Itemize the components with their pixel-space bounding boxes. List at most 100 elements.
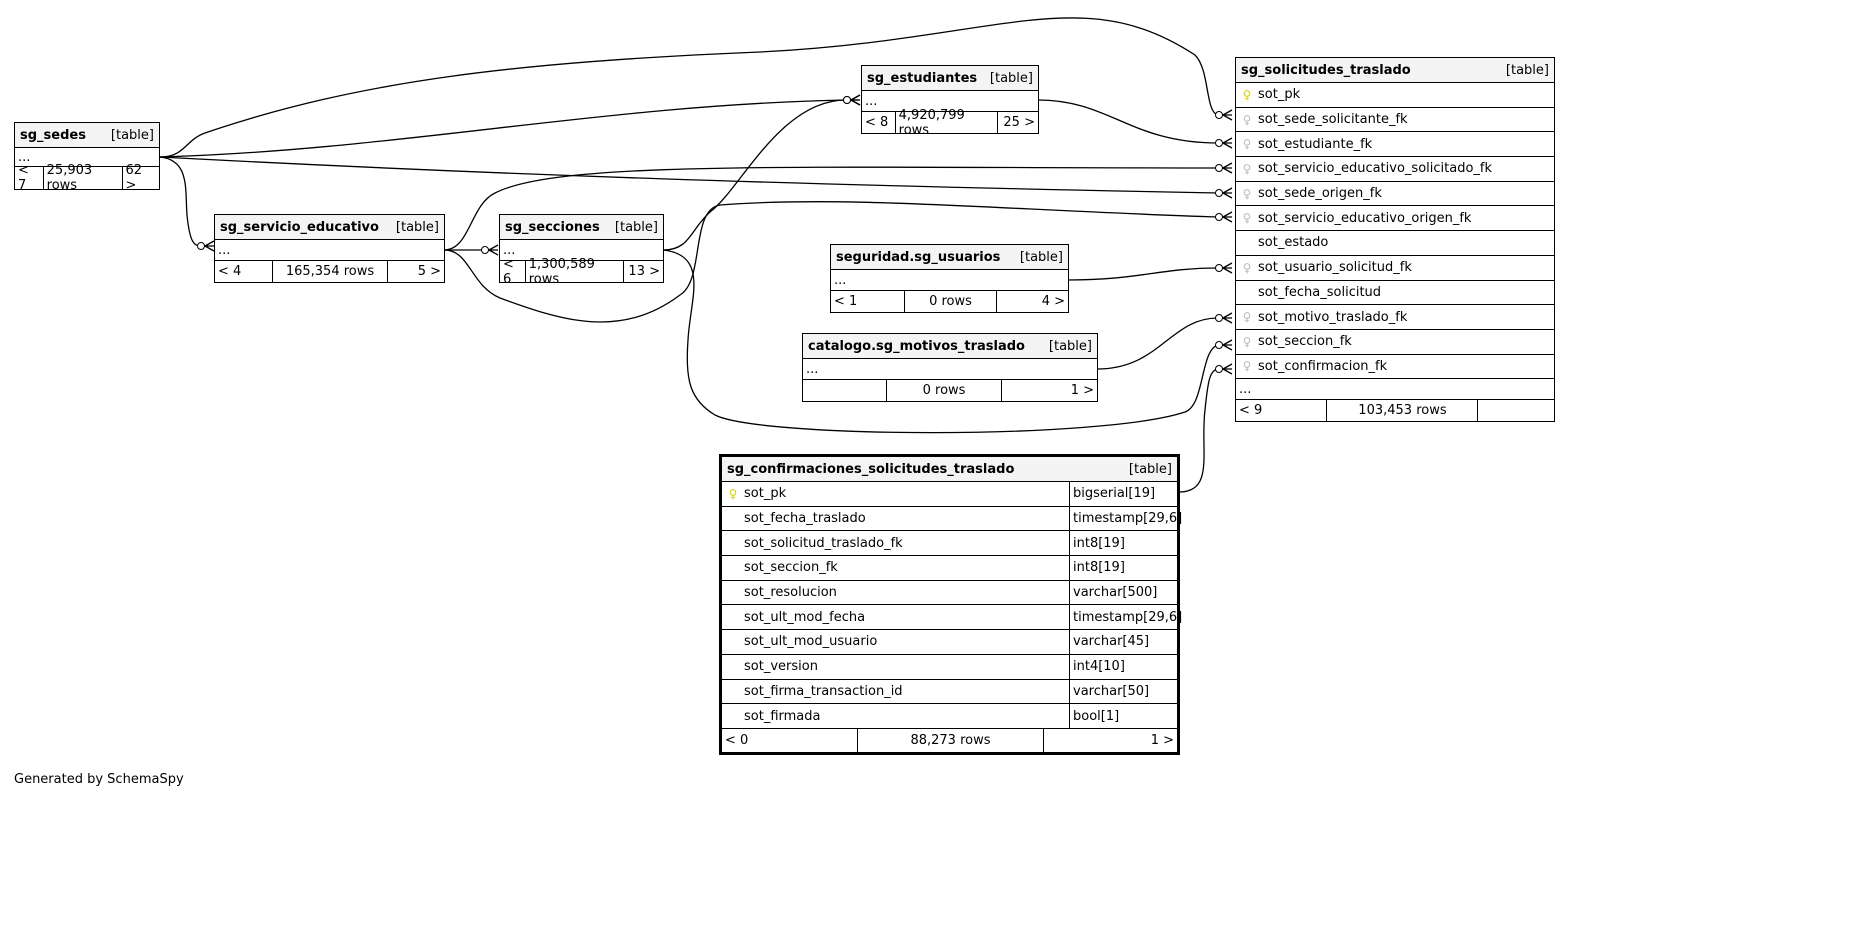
column-name: sot_motivo_traslado_fk	[1258, 309, 1408, 325]
foreign-key-icon: ♀	[1242, 310, 1252, 325]
relationship-edge	[443, 166, 1219, 251]
column-name: sot_seccion_fk	[744, 560, 838, 576]
children-count[interactable]: 13 >	[623, 261, 663, 282]
table-name: seguridad.sg_usuarios	[836, 249, 1001, 265]
more-columns-row[interactable]: ...	[215, 240, 444, 261]
relationship-edge	[1178, 368, 1219, 493]
parents-count[interactable]: < 8	[865, 115, 889, 130]
table-tag: [table]	[1505, 62, 1549, 78]
column-row[interactable]: ♀sot_sede_origen_fk	[1236, 182, 1554, 207]
column-name: sot_firmada	[744, 708, 821, 724]
table-sg-solicitudes-traslado[interactable]: sg_solicitudes_traslado[table]♀sot_pk♀so…	[1235, 57, 1555, 423]
table-name: catalogo.sg_motivos_traslado	[808, 338, 1025, 354]
foreign-key-icon: ♀	[1242, 137, 1252, 152]
row-count: 4,920,799 rows	[894, 108, 998, 138]
column-row[interactable]: ♀sot_servicio_educativo_solicitado_fk	[1236, 157, 1554, 182]
column-type: varchar[45]	[1069, 630, 1177, 654]
parents-count[interactable]: < 6	[503, 256, 514, 287]
relationship-edge	[662, 249, 1219, 434]
more-columns-row[interactable]: ...	[862, 91, 1038, 112]
zero-or-many-marker-icon	[197, 242, 205, 250]
column-row[interactable]: ♀sot_pk	[1236, 83, 1554, 108]
primary-key-icon: ♀	[1242, 87, 1252, 102]
children-count[interactable]: 4 >	[995, 291, 1068, 312]
children-count[interactable]: 1 >	[1000, 380, 1097, 401]
parents-count[interactable]: < 7	[18, 163, 29, 193]
table-sg-estudiantes[interactable]: sg_estudiantes[table]... < 8 4,920,799 row…	[861, 65, 1039, 138]
table-sg-servicio-educativo[interactable]: sg_servicio_educativo [table]... < 4 165,35…	[214, 214, 445, 283]
table-tag: [table]	[395, 219, 439, 235]
ellipsis: ...	[806, 361, 819, 377]
table-tag: [table]	[989, 70, 1033, 86]
column-name: sot_usuario_solicitud_fk	[1258, 260, 1412, 276]
table-name: sg_servicio_educativo	[220, 219, 379, 235]
column-name: sot_fecha_traslado	[744, 511, 866, 527]
column-type: varchar[500]	[1069, 580, 1177, 605]
children-count[interactable]: 5 >	[387, 261, 444, 282]
children-count[interactable]	[1477, 400, 1554, 422]
ellipsis: ...	[218, 242, 231, 258]
crows-foot-icon	[1222, 137, 1233, 149]
children-count[interactable]: 62 >	[121, 163, 160, 193]
column-name: sot_ult_mod_fecha	[744, 609, 866, 625]
zero-or-many-marker-icon	[1215, 213, 1223, 221]
parents-count[interactable]: < 0	[725, 732, 749, 748]
zero-or-many-marker-icon	[1215, 189, 1223, 197]
column-name: sot_version	[744, 659, 818, 675]
relationship-edge	[1067, 267, 1219, 281]
foreign-key-icon: ♀	[1242, 161, 1252, 176]
table-header: sg_servicio_educativo [table]	[215, 215, 444, 240]
table-sg-confirmaciones-solicitudes-traslado[interactable]: sg_confirmaciones_solicitudes_traslado[t…	[719, 454, 1182, 755]
more-columns-row[interactable]: ...	[831, 270, 1068, 291]
ellipsis: ...	[1239, 381, 1252, 397]
row-count: 0 rows	[886, 380, 1000, 401]
column-row[interactable]: sot_fecha_solicitud	[1236, 281, 1554, 306]
column-row[interactable]: ♀ sot_motivo_traslado_fk	[1236, 305, 1554, 330]
crows-foot-icon	[1222, 109, 1233, 121]
more-columns-row[interactable]: ...	[15, 148, 159, 167]
column-row[interactable]: ♀sot_servicio_educativo_origen_fk	[1236, 206, 1554, 232]
row-count: 0 rows	[904, 291, 995, 312]
more-columns-row[interactable]: ...	[500, 240, 663, 261]
children-count[interactable]: 25 >	[997, 112, 1038, 133]
column-row[interactable]: ♀sot_seccion_fk	[1236, 330, 1554, 355]
crows-foot-icon	[1222, 187, 1233, 199]
relationship-edge	[159, 17, 1219, 158]
column-row[interactable]: ♀sot_sede_solicitante_fk	[1236, 108, 1554, 133]
more-columns-row[interactable]: ...	[803, 359, 1097, 380]
children-count[interactable]: 1 >	[1042, 728, 1177, 752]
column-row[interactable]: ♀sot_confirmacion_fk	[1236, 355, 1554, 380]
foreign-key-icon: ♀	[1242, 112, 1252, 127]
parents-count[interactable]: < 4	[218, 264, 242, 279]
foreign-key-icon: ♀	[1242, 186, 1252, 201]
parents-count[interactable]: < 9	[1239, 403, 1263, 419]
relationship-edge	[443, 201, 1219, 323]
more-columns-row[interactable]: ...	[1236, 379, 1554, 401]
column-row[interactable]: ♀sot_usuario_solicitud_fk	[1236, 256, 1554, 281]
table-header: sg_estudiantes[table]	[862, 66, 1038, 91]
foreign-key-icon: ♀	[1242, 211, 1252, 226]
parents-count[interactable]: < 1	[834, 294, 858, 309]
row-count: 165,354 rows	[271, 261, 388, 282]
zero-or-many-marker-icon	[1215, 164, 1223, 172]
column-row[interactable]: ♀sot_estudiante_fk	[1236, 132, 1554, 158]
parents-count[interactable]	[803, 380, 886, 401]
column-row[interactable]: sot_estado	[1236, 231, 1554, 256]
table-catalogo-sg-motivos-traslado[interactable]: catalogo.sg_motivos_traslado[table]...0 …	[802, 333, 1098, 402]
